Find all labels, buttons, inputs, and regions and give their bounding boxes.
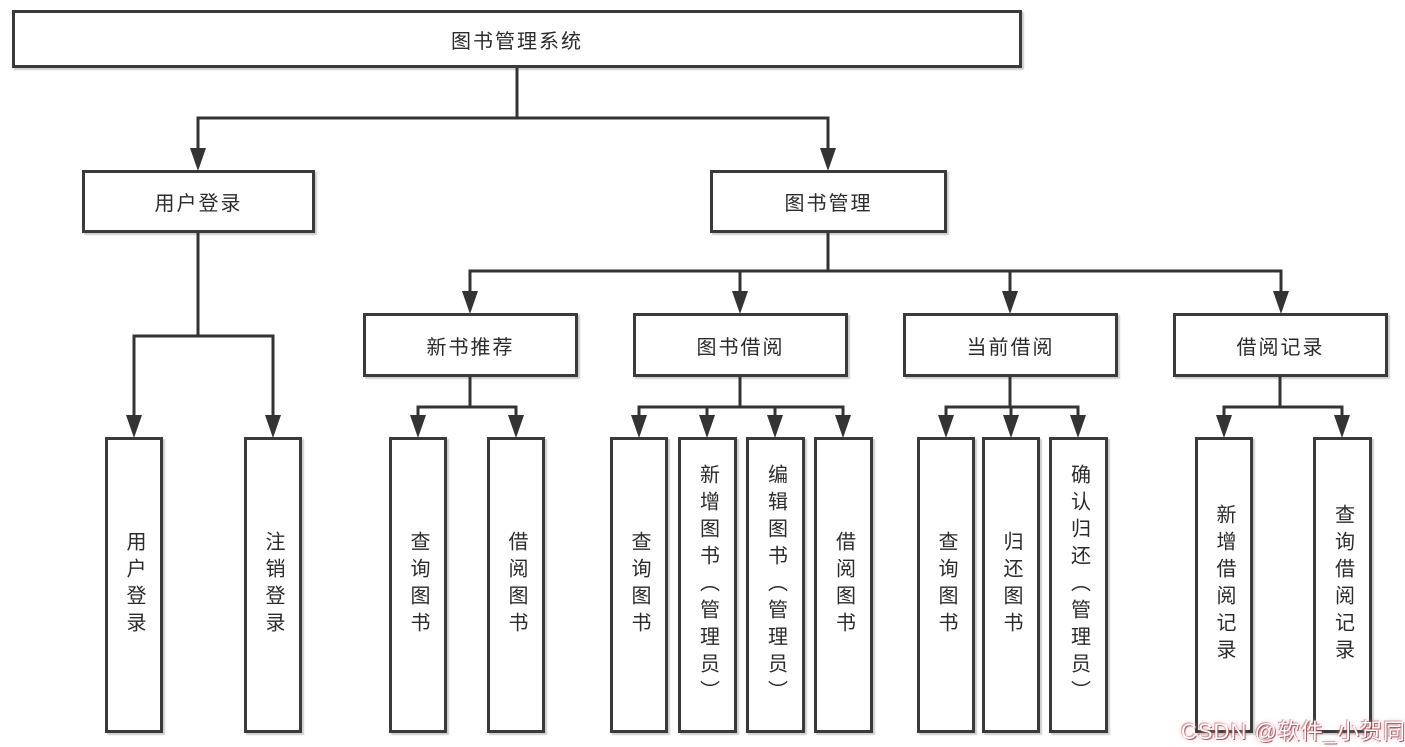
node-book-management-module: 图书管理: [710, 170, 947, 233]
leaf-label: 查询图书: [935, 531, 957, 639]
leaf-label: 用户登录: [123, 531, 145, 639]
node-label: 新书推荐: [426, 336, 515, 359]
leaf-label: 查询图书: [628, 531, 650, 639]
leaf-label: 归还图书: [1000, 531, 1022, 639]
node-root: 图书管理系统: [12, 10, 1022, 68]
node-book-borrow: 图书借阅: [633, 313, 848, 377]
leaf-edit-book-admin: 编辑图书（管理员）: [746, 437, 805, 733]
node-label: 图书管理: [784, 193, 873, 215]
node-label: 借阅记录: [1236, 336, 1325, 359]
node-root-label: 图书管理系统: [451, 30, 583, 53]
node-user-login-module: 用户登录: [82, 170, 315, 233]
leaf-label: 借阅图书: [832, 531, 855, 639]
leaf-label: 查询借阅记录: [1331, 504, 1354, 666]
node-borrow-records: 借阅记录: [1173, 313, 1388, 377]
leaf-label: 新增图书（管理员）: [696, 463, 719, 707]
node-label: 图书借阅: [696, 336, 785, 359]
leaf-query-books-2: 查询图书: [610, 437, 668, 733]
leaf-label: 新增借阅记录: [1213, 504, 1235, 666]
leaf-add-book-admin: 新增图书（管理员）: [678, 437, 737, 733]
leaf-add-borrow-record: 新增借阅记录: [1195, 437, 1253, 733]
leaf-query-books-3: 查询图书: [917, 437, 975, 733]
leaf-query-books-1: 查询图书: [389, 437, 447, 733]
leaf-borrow-books-1: 借阅图书: [487, 437, 545, 733]
node-label: 当前借阅: [966, 336, 1055, 359]
node-label: 用户登录: [154, 193, 243, 215]
leaf-logout: 注销登录: [244, 437, 302, 733]
node-current-borrow: 当前借阅: [903, 313, 1118, 377]
csdn-watermark: CSDN @软件_小贺同学: [1181, 719, 1405, 744]
leaf-label: 注销登录: [262, 531, 284, 639]
leaf-label: 借阅图书: [505, 531, 527, 639]
leaf-confirm-return-admin: 确认归还（管理员）: [1049, 437, 1108, 733]
leaf-query-borrow-record: 查询借阅记录: [1313, 437, 1372, 733]
leaf-label: 编辑图书（管理员）: [764, 463, 787, 707]
node-new-book-recommend: 新书推荐: [363, 313, 578, 377]
leaf-user-login: 用户登录: [105, 437, 163, 733]
leaf-label: 确认归还（管理员）: [1067, 463, 1090, 707]
leaf-label: 查询图书: [407, 531, 429, 639]
leaf-borrow-books-2: 借阅图书: [814, 437, 873, 733]
leaf-return-book: 归还图书: [982, 437, 1040, 733]
